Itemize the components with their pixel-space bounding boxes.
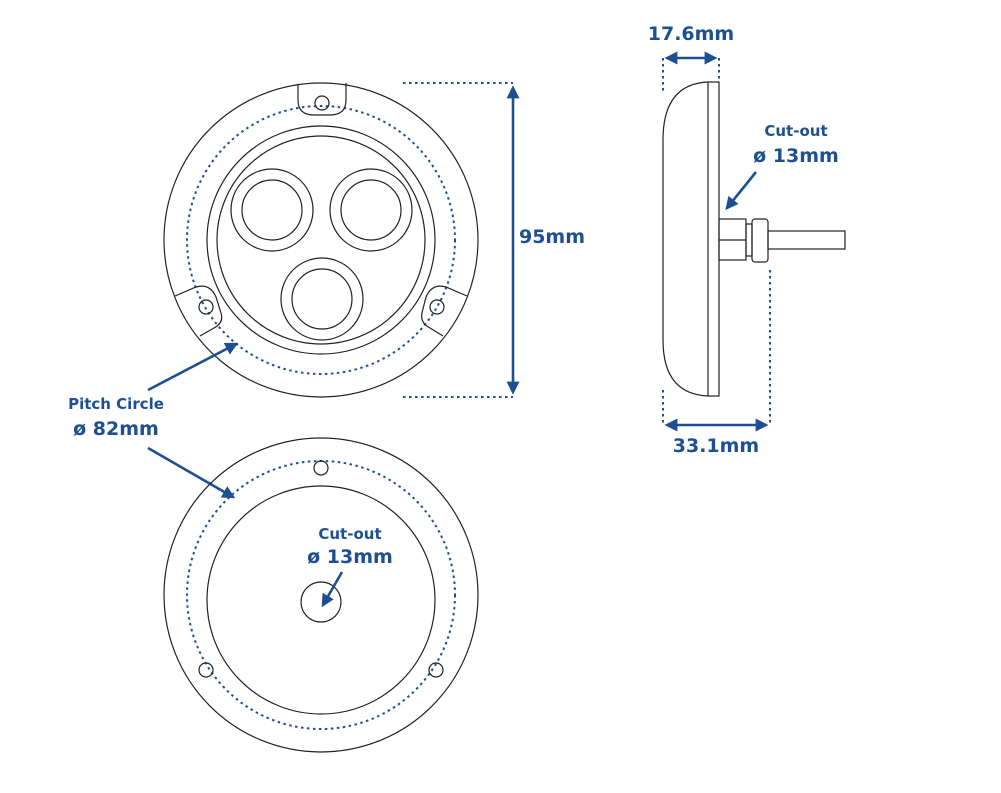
pitch-arrow-front	[147, 342, 239, 392]
screw-hole	[313, 460, 329, 476]
cutout-arrow	[321, 571, 344, 608]
pitch-circle	[186, 460, 456, 730]
outer-rim	[163, 437, 479, 753]
dome	[662, 81, 709, 397]
side-cutout-arrow	[725, 171, 758, 211]
screw-hole	[429, 299, 445, 315]
bezel-inner	[216, 135, 426, 345]
gland-nut	[751, 218, 769, 263]
screw-tab-right	[421, 285, 468, 337]
outer-rim	[163, 82, 479, 398]
screw-tab-left	[174, 285, 223, 337]
rear-cutout-title: Cut-out	[318, 525, 382, 543]
cutout-hole	[300, 581, 342, 623]
flange	[707, 81, 720, 397]
mount-base	[206, 485, 436, 715]
total-depth-label: 33.1mm	[672, 435, 760, 457]
screw-hole	[314, 95, 330, 111]
pitch-circle-title: Pitch Circle	[68, 395, 164, 413]
pitch-circle	[186, 105, 456, 375]
screw-hole	[198, 299, 214, 315]
depth-label: 17.6mm	[647, 23, 735, 45]
cable	[767, 230, 846, 250]
rear-view	[163, 437, 479, 753]
front-view	[163, 82, 520, 398]
gland-neck	[745, 223, 753, 257]
screw-tab-top	[297, 83, 347, 116]
lens-bottom	[280, 257, 364, 341]
lens-left	[230, 168, 314, 252]
pitch-arrow-rear	[147, 446, 236, 499]
screw-hole	[198, 662, 214, 678]
side-cutout-title: Cut-out	[764, 122, 828, 140]
screw-hole	[428, 662, 444, 678]
side-cutout-diameter: ø 13mm	[753, 145, 839, 167]
side-view	[662, 51, 846, 432]
lens-right	[329, 168, 413, 252]
bezel-outer	[206, 125, 436, 355]
pitch-circle-diameter: ø 82mm	[73, 418, 159, 440]
height-label: 95mm	[518, 226, 586, 248]
rear-cutout-diameter: ø 13mm	[307, 546, 393, 568]
